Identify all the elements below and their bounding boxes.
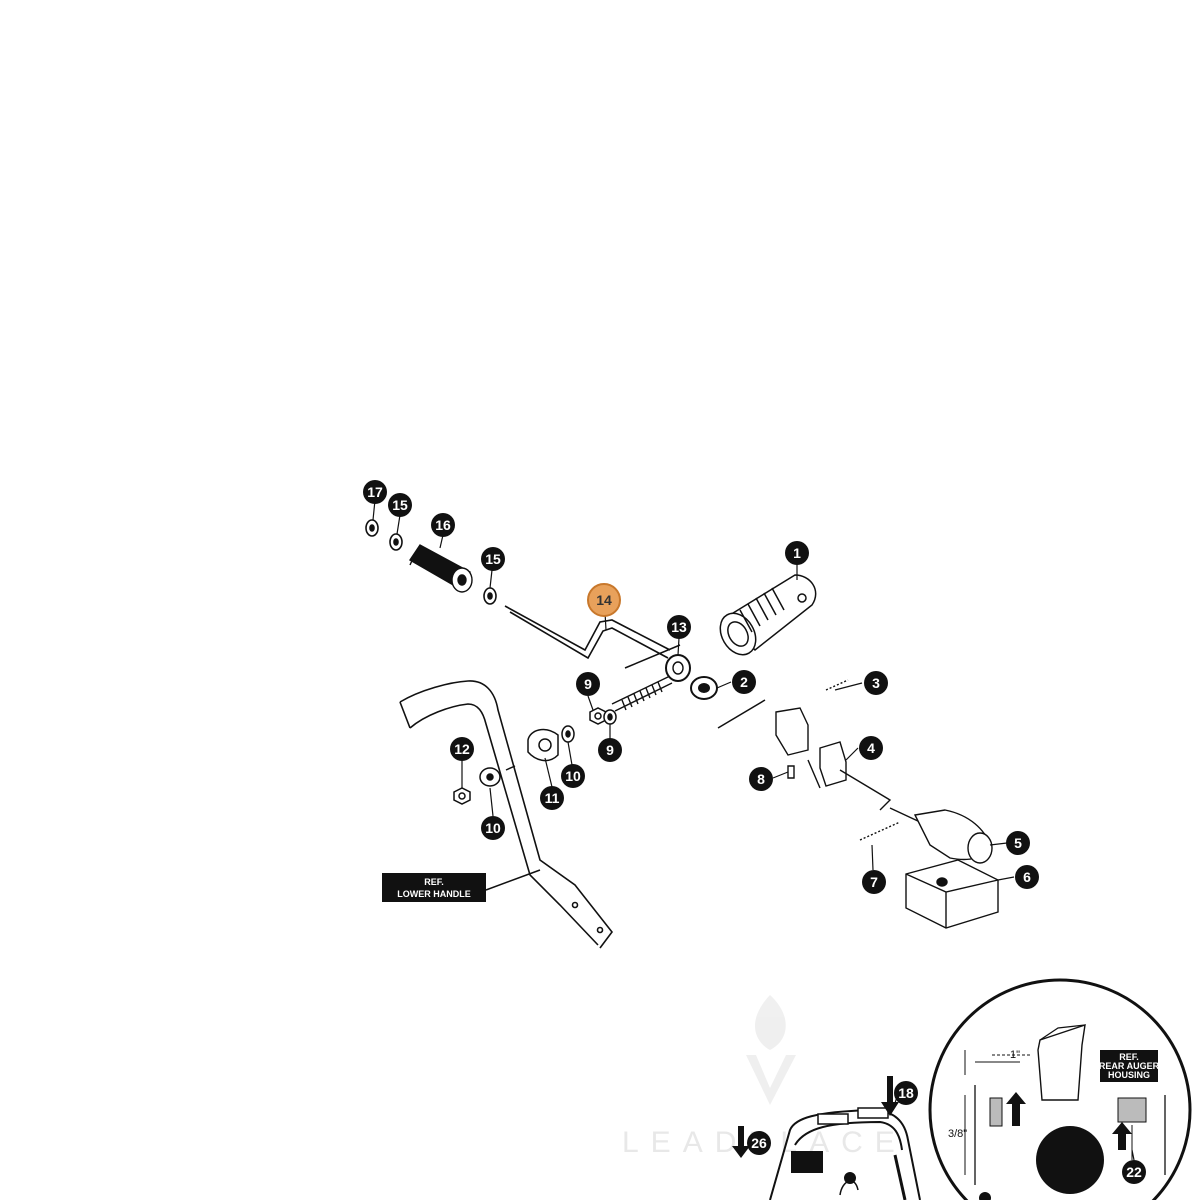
- callout-badge: [732, 670, 756, 694]
- break-lines: [624, 644, 766, 729]
- callout-badge: [749, 767, 773, 791]
- callout-badge: [1122, 1160, 1146, 1184]
- callout-label: 12: [454, 741, 470, 757]
- callout-16: 16: [431, 513, 455, 537]
- dim-vertical: 3/8": [948, 1128, 967, 1140]
- callout-18: 18: [894, 1081, 918, 1105]
- callout-1: 1: [785, 541, 809, 565]
- callout-11: 11: [540, 786, 564, 810]
- callout-6: 6: [1015, 865, 1039, 889]
- callout-badge: [667, 615, 691, 639]
- callout-15: 15: [481, 547, 505, 571]
- callout-label: 14: [596, 592, 612, 608]
- decal-left: [989, 1097, 1003, 1127]
- callout-label: 26: [751, 1135, 767, 1151]
- callout-9: 9: [598, 738, 622, 762]
- shift-handle: [719, 574, 817, 656]
- decal-right: [1117, 1097, 1147, 1123]
- callout-10: 10: [561, 764, 585, 788]
- callout-badge: [576, 672, 600, 696]
- callout-17: 17: [363, 480, 387, 504]
- callout-badge: [481, 547, 505, 571]
- callout-badge: [587, 583, 621, 617]
- callout-9: 9: [576, 672, 600, 696]
- callout-4: 4: [859, 736, 883, 760]
- callout-badge: [481, 816, 505, 840]
- callout-7: 7: [862, 870, 886, 894]
- callout-badge: [431, 513, 455, 537]
- callout-label: 22: [1126, 1164, 1142, 1180]
- callout-badge: [864, 671, 888, 695]
- lower-linkage: [453, 707, 617, 805]
- callout-14: 14: [587, 583, 621, 617]
- threaded-rod: [611, 654, 691, 712]
- shift-grip: [409, 544, 473, 593]
- callout-badge: [450, 737, 474, 761]
- arrow-down-icon-2: [732, 1126, 750, 1158]
- callout-26: 26: [747, 1131, 771, 1155]
- ref-rear-auger-line1: REF.: [1119, 1052, 1139, 1062]
- callout-label: 17: [367, 484, 383, 500]
- callout-15: 15: [388, 493, 412, 517]
- ref-rear-auger-line2: REAR AUGER: [1099, 1061, 1160, 1071]
- callout-label: 9: [584, 676, 592, 692]
- callout-badge: [1015, 865, 1039, 889]
- ref-lower-handle-label: REF. LOWER HANDLE: [382, 869, 541, 902]
- ref-rear-auger-line3: HOUSING: [1108, 1070, 1150, 1080]
- washers-upper: [365, 519, 497, 605]
- watermark-flame-icon: [746, 995, 796, 1105]
- ref-lower-handle-line1: REF.: [424, 877, 444, 887]
- machine-partial-view: [769, 1107, 921, 1200]
- callout-label: 4: [867, 740, 875, 756]
- dim-horizontal: 1": [1010, 1049, 1020, 1061]
- callout-badge: [747, 1131, 771, 1155]
- callout-label: 15: [485, 551, 501, 567]
- shift-rod: [504, 605, 671, 660]
- callout-label: 1: [793, 545, 801, 561]
- ref-rear-auger-label: REF. REAR AUGER HOUSING: [1099, 1050, 1160, 1082]
- callout-5: 5: [1006, 831, 1030, 855]
- callout-label: 8: [757, 771, 765, 787]
- callout-badge: [894, 1081, 918, 1105]
- auger-opening: [1036, 1126, 1104, 1194]
- callout-badge: [859, 736, 883, 760]
- callout-10: 10: [481, 816, 505, 840]
- callout-label: 18: [898, 1085, 914, 1101]
- callout-12: 12: [450, 737, 474, 761]
- callout-label: 11: [545, 790, 560, 806]
- arrow-up-icon: [1006, 1092, 1026, 1126]
- callout-8: 8: [749, 767, 773, 791]
- callout-label: 16: [435, 517, 451, 533]
- callout-label: 2: [740, 674, 748, 690]
- callout-badge: [363, 480, 387, 504]
- callout-label: 3: [872, 675, 880, 691]
- callout-2: 2: [732, 670, 756, 694]
- callout-badge: [540, 786, 564, 810]
- callout-label: 6: [1023, 869, 1031, 885]
- callout-13: 13: [667, 615, 691, 639]
- ref-lower-handle-line2: LOWER HANDLE: [397, 889, 471, 899]
- callout-badge: [388, 493, 412, 517]
- callout-label: 7: [870, 874, 878, 890]
- callout-badge: [862, 870, 886, 894]
- callout-label: 10: [485, 820, 501, 836]
- inset-detail: 1" 3/8" REF. REAR AUGER HOUSING: [928, 978, 1192, 1200]
- callout-badge: [785, 541, 809, 565]
- callout-label: 13: [671, 619, 687, 635]
- callout-badge: [561, 764, 585, 788]
- callout-3: 3: [864, 671, 888, 695]
- callout-badge: [1006, 831, 1030, 855]
- bracket-assembly: [775, 679, 999, 929]
- callout-label: 15: [392, 497, 408, 513]
- callout-label: 9: [606, 742, 614, 758]
- lower-handle: [399, 680, 614, 949]
- arrow-up-icon-2: [1112, 1122, 1132, 1150]
- callout-22: 22: [1122, 1160, 1146, 1184]
- callout-badge: [598, 738, 622, 762]
- callout-label: 5: [1014, 835, 1022, 851]
- washer-2: [690, 676, 718, 700]
- callout-label: 10: [565, 768, 581, 784]
